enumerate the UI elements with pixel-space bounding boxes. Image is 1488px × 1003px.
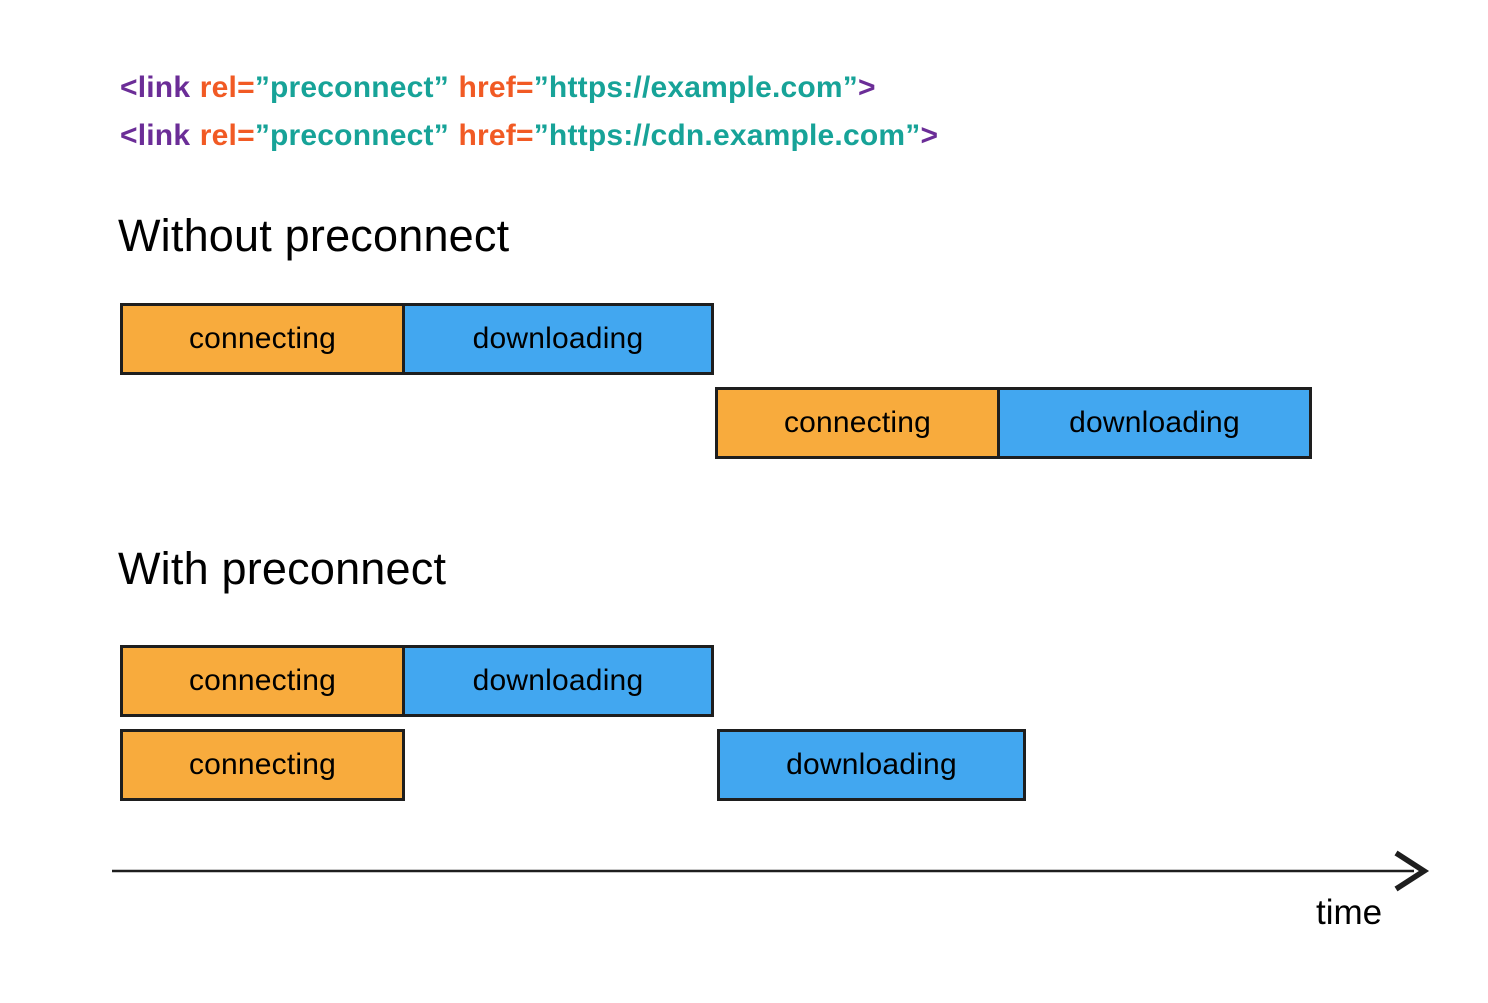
code-value-rel: ”preconnect” [254, 71, 449, 104]
connecting-segment: connecting [120, 729, 405, 801]
code-tag-open: <link [120, 71, 191, 104]
section-title-without-preconnect: Without preconnect [118, 210, 510, 261]
code-snippet: <link rel= ”preconnect” href= ”https://e… [120, 64, 938, 160]
segment-label: connecting [188, 664, 337, 697]
code-attr-href: href= [458, 71, 534, 104]
segment-label: connecting [188, 748, 337, 781]
time-axis-label: time [1316, 893, 1383, 932]
downloading-segment: downloading [405, 303, 714, 375]
code-tag-open: <link [120, 119, 191, 152]
with-request1-bar: connecting downloading [120, 645, 714, 717]
code-line-2: <link rel= ”preconnect” href= ”https://c… [120, 112, 938, 160]
time-axis-arrow-icon [112, 850, 1430, 892]
section-title-with-preconnect: With preconnect [118, 543, 447, 594]
segment-label: downloading [472, 322, 644, 355]
code-value-href: ”https://example.com” [533, 71, 858, 104]
connecting-segment: connecting [120, 303, 405, 375]
with-request2-downloading-bar: downloading [717, 729, 1026, 801]
code-value-rel: ”preconnect” [254, 119, 449, 152]
code-attr-rel: rel= [199, 119, 255, 152]
code-attr-rel: rel= [199, 71, 255, 104]
code-line-1: <link rel= ”preconnect” href= ”https://e… [120, 64, 938, 112]
code-value-href: ”https://cdn.example.com” [533, 119, 921, 152]
segment-label: downloading [786, 748, 957, 781]
downloading-segment: downloading [405, 645, 714, 717]
segment-label: connecting [188, 322, 337, 355]
connecting-segment: connecting [120, 645, 405, 717]
code-tag-close: > [920, 119, 939, 152]
without-request1-bar: connecting downloading [120, 303, 714, 375]
code-attr-href: href= [458, 119, 534, 152]
segment-label: downloading [1069, 406, 1240, 439]
code-tag-close: > [858, 71, 876, 104]
segment-label: downloading [472, 664, 644, 697]
connecting-segment: connecting [715, 387, 1000, 459]
downloading-segment: downloading [717, 729, 1026, 801]
segment-label: connecting [783, 406, 932, 439]
downloading-segment: downloading [1000, 387, 1312, 459]
with-request2-connecting-bar: connecting [120, 729, 405, 801]
without-request2-bar: connecting downloading [715, 387, 1312, 459]
